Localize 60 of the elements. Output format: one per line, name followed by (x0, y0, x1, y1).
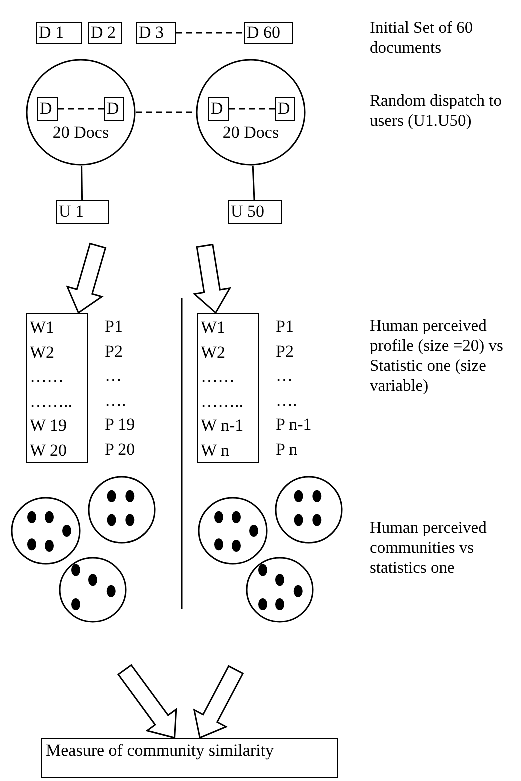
word-entry: W2 (201, 342, 226, 362)
community-circle (246, 557, 314, 623)
document-group-circle (196, 59, 306, 166)
word-entry: W n (201, 440, 230, 460)
document-box: D (104, 97, 124, 121)
weight-entry: …. (276, 390, 298, 410)
weight-entry: …. (105, 390, 126, 410)
document-box: D (275, 97, 295, 121)
community-circle (11, 497, 81, 565)
stage-description: Random dispatch to users (U1.U50) (370, 91, 503, 131)
document-box: D 1 (36, 22, 82, 44)
document-box: D 60 (244, 22, 293, 44)
user-box: U 1 (56, 200, 109, 224)
weight-entry: … (105, 366, 122, 386)
community-circle (88, 476, 156, 544)
document-box: D (208, 97, 229, 121)
connector-line (81, 166, 84, 200)
word-entry: W 20 (30, 440, 67, 460)
hollow-arrow (193, 665, 244, 740)
stage-description: Initial Set of 60 documents (370, 18, 474, 58)
dashed-connector (58, 108, 104, 110)
connector-line (252, 166, 256, 200)
word-entry: …….. (201, 392, 244, 412)
weight-entry: P1 (105, 317, 123, 337)
hollow-arrow (192, 244, 232, 314)
word-entry: …… (30, 367, 64, 387)
word-entry: W 19 (30, 416, 67, 436)
community-circle (198, 497, 268, 565)
weight-entry: P1 (276, 317, 294, 337)
community-circle (59, 557, 127, 623)
weight-entry: P n (276, 440, 298, 460)
weight-entry: P n-1 (276, 415, 312, 435)
word-entry: …… (201, 367, 235, 387)
word-entry: W2 (30, 342, 55, 362)
hollow-arrow (66, 242, 107, 314)
word-list-box (26, 313, 88, 463)
weight-entry: P 20 (105, 440, 136, 460)
weight-entry: P2 (105, 342, 123, 362)
word-entry: W1 (201, 318, 226, 338)
stage-description: Human perceived profile (size =20) vs Statistic one (size variable) (370, 316, 504, 396)
hollow-arrow (117, 664, 178, 739)
document-group-circle (26, 59, 136, 166)
community-circle (275, 476, 343, 544)
dashed-connector (229, 108, 275, 110)
group-caption: 20 Docs (222, 123, 280, 143)
document-box: D 2 (88, 22, 122, 44)
word-list-box (197, 313, 259, 463)
document-box: D 3 (136, 22, 176, 44)
word-entry: W1 (30, 318, 55, 338)
weight-entry: P 19 (105, 415, 136, 435)
document-box: D (37, 97, 58, 121)
user-box: U 50 (228, 200, 282, 224)
word-entry: …….. (30, 392, 72, 412)
stage-description: Human perceived communities vs statistics one (370, 518, 488, 578)
group-caption: 20 Docs (52, 123, 110, 143)
weight-entry: P2 (276, 342, 294, 362)
weight-entry: … (276, 366, 293, 386)
word-entry: W n-1 (201, 416, 244, 436)
result-box: Measure of community similarity (41, 738, 338, 778)
dashed-connector (176, 32, 244, 34)
